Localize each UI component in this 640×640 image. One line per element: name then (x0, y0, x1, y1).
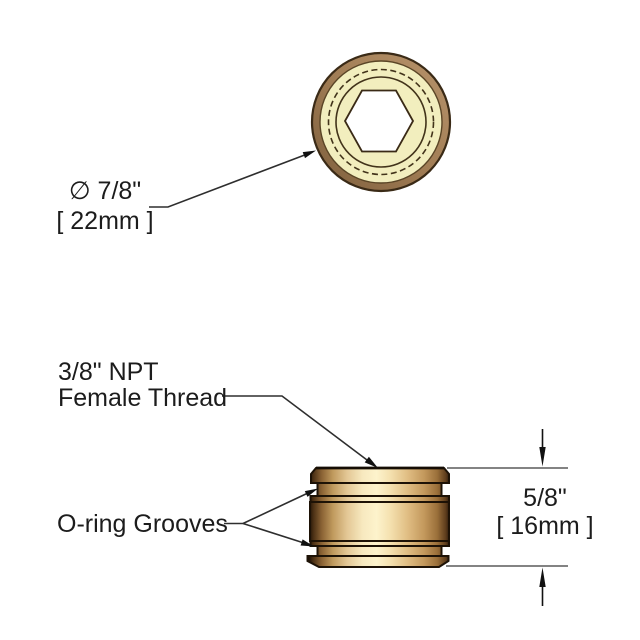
oring-grooves-label: O-ring Grooves (57, 511, 228, 537)
npt-thread-label: 3/8" NPT Female Thread (58, 359, 227, 411)
thread-solid-circle (335, 76, 427, 168)
npt-leader-line (222, 395, 372, 464)
thread-dashed-circle (327, 68, 435, 176)
diameter-mm: [ 22mm ] (56, 207, 154, 235)
height-mm: [ 16mm ] (496, 512, 594, 540)
oring-arrowhead-upper-icon (304, 488, 318, 497)
side-view-top-cap (310, 467, 450, 484)
hex-socket (343, 89, 415, 153)
dim-arrowhead-up-icon (539, 567, 546, 587)
diameter-label: ∅ 7/8" [ 22mm ] (30, 176, 180, 236)
side-view-groove-lower (316, 545, 443, 557)
diameter-arrowhead-icon (302, 150, 316, 159)
oring-leader-upper (242, 492, 309, 525)
side-view-groove-upper (316, 482, 443, 497)
leader-lines (222, 395, 378, 547)
npt-thread-line2: Female Thread (58, 384, 228, 412)
side-view-bottom-flange (306, 555, 450, 568)
height-dimension-label: 5/8" [ 16mm ] (485, 484, 605, 540)
height-inches: 5/8" (523, 484, 567, 512)
diameter-inches: ∅ 7/8" (68, 177, 142, 205)
dim-arrowhead-down-icon (539, 447, 546, 467)
top-view (149, 51, 452, 208)
height-dimension (446, 429, 568, 606)
npt-arrowhead-icon (364, 456, 378, 468)
npt-thread-line1: 3/8" NPT (58, 358, 159, 386)
oring-grooves-text: O-ring Grooves (57, 510, 228, 538)
side-view-body (309, 501, 450, 542)
oring-leader-lower (242, 522, 305, 544)
oring-arrowhead-lower-icon (300, 539, 314, 547)
side-view (306, 466, 450, 568)
diameter-leader-line (149, 153, 307, 208)
